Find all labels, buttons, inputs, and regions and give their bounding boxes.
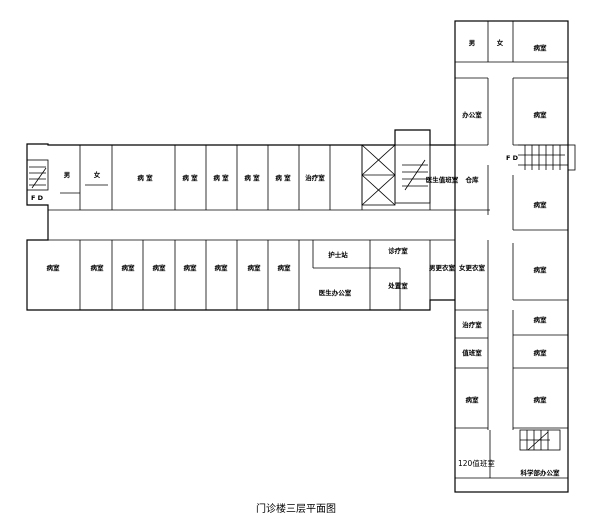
room-ward-r5: 病室 [534, 315, 548, 324]
room-ward-b1: 病室 [47, 263, 61, 272]
room-ward-r6: 病室 [534, 348, 548, 357]
room-doctor-office: 医生办公室 [319, 288, 352, 297]
room-ward-b3: 病室 [122, 263, 136, 272]
room-female-changing: 女更衣室 [459, 263, 486, 272]
room-male-changing: 男更衣室 [428, 263, 456, 272]
room-emergency-120: 120值班室 [458, 458, 495, 468]
room-labels: 男 女 病室 办公室 病室 病室 病室 治疗室 病室 值班室 病室 病室 病室 … [31, 38, 560, 477]
room-disposal: 处置室 [387, 281, 408, 290]
room-treatment-t: 治疗室 [305, 173, 325, 182]
room-nurse-station: 护士站 [328, 250, 348, 259]
room-ward-b4: 病室 [153, 263, 167, 272]
room-storage: 仓库 [465, 175, 480, 184]
room-ward-t2: 病 室 [182, 173, 198, 182]
room-ward-b8: 病室 [278, 263, 292, 272]
room-doctor-duty: 医生值班室 [426, 175, 459, 184]
room-female-toilet-right: 女 [497, 38, 504, 47]
room-ward-r4: 病室 [534, 265, 548, 274]
room-male-toilet-left: 男 [63, 171, 71, 179]
room-duty-r: 值班室 [462, 348, 482, 357]
room-ward-b6: 病室 [215, 263, 229, 272]
room-ward-r7: 病室 [466, 395, 480, 404]
room-ward-t5: 病 室 [275, 173, 291, 182]
room-ward-r2: 病室 [534, 110, 548, 119]
room-ward-t4: 病 室 [244, 173, 260, 182]
room-ward-b7: 病室 [248, 263, 262, 272]
room-ward-t1: 病 室 [137, 173, 153, 182]
room-consultation: 诊疗室 [388, 246, 408, 255]
room-male-toilet-right: 男 [468, 39, 476, 47]
room-female-toilet-left: 女 [94, 170, 101, 179]
stair-marker-left: F D [31, 194, 44, 202]
room-ward-b5: 病室 [184, 263, 198, 272]
right-wing-walls [454, 20, 576, 493]
stair-marker-right: F D [506, 154, 519, 162]
room-head-nurse-office: 科学部办公室 [521, 468, 561, 477]
room-ward-r8: 病室 [534, 395, 548, 404]
room-ward-r1: 病室 [534, 43, 548, 52]
main-wing-walls [26, 129, 490, 311]
room-ward-t3: 病 室 [213, 173, 229, 182]
room-ward-r3: 病室 [534, 200, 548, 209]
room-ward-b2: 病室 [91, 263, 105, 272]
plan-caption: 门诊楼三层平面图 [256, 504, 336, 515]
room-treatment-r: 治疗室 [462, 320, 482, 329]
room-office-r: 办公室 [462, 110, 482, 119]
